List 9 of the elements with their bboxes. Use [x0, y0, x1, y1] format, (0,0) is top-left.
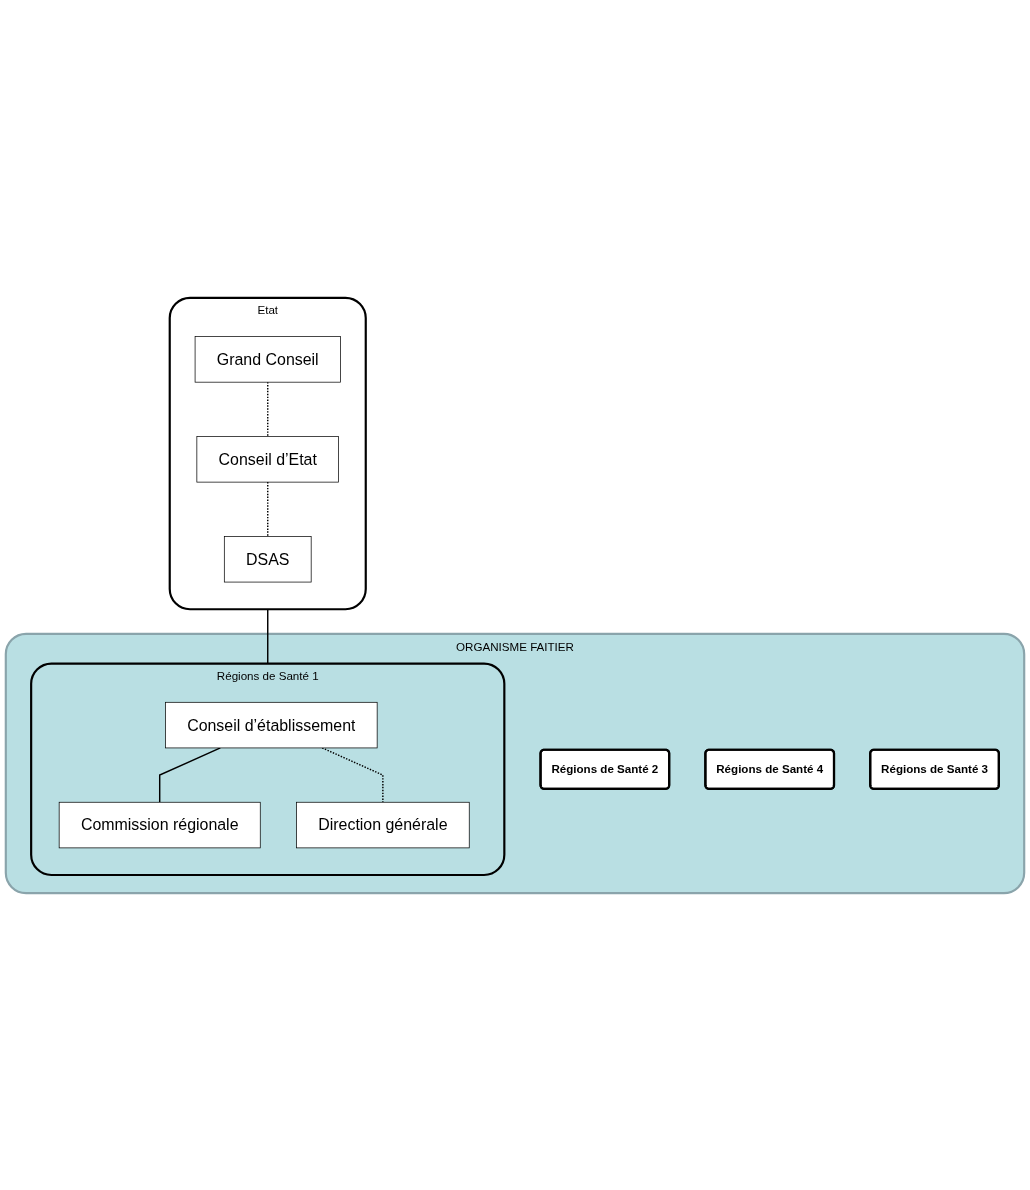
connector	[267, 380, 269, 437]
connector	[267, 608, 269, 664]
node-box: Direction générale	[296, 801, 470, 848]
node-box: Conseil d’Etat	[196, 435, 339, 482]
node-box: Commission régionale	[58, 801, 261, 848]
node-box: Grand Conseil	[194, 335, 341, 383]
node-box: Conseil d’établissement	[165, 701, 378, 748]
connector	[159, 746, 222, 803]
node-box: DSAS	[223, 535, 312, 582]
